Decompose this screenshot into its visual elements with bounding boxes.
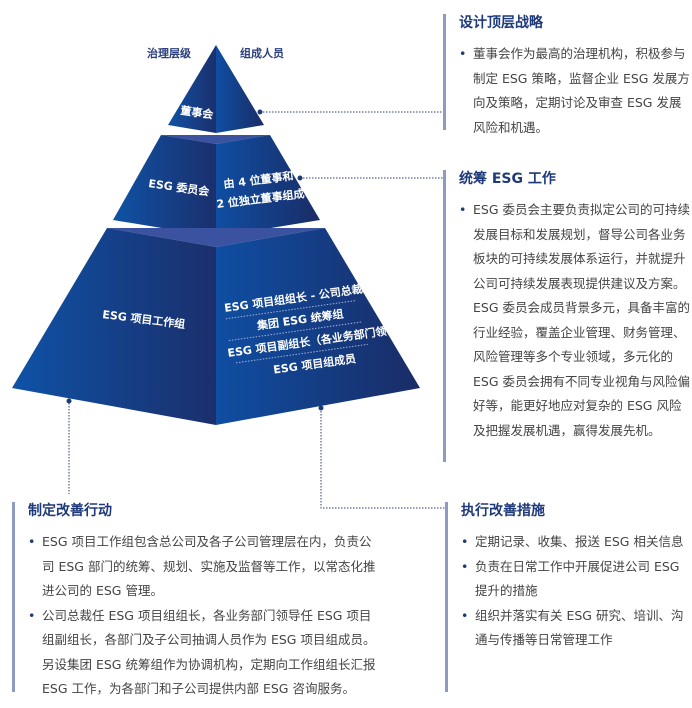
pyramid-level2-left — [113, 135, 216, 237]
panel-title: 统筹 ESG 工作 — [459, 171, 556, 187]
connector-lines — [68, 111, 446, 509]
pyramid-level1-right — [216, 45, 264, 133]
pyramid-level3-right — [216, 228, 420, 425]
panel-coordinate-esg: 统筹 ESG 工作 ESG 委员会主要负责拟定公司的可持续发展目标和发展规划，督… — [443, 170, 691, 462]
connector-dot — [318, 405, 324, 411]
bullet-item: 组织并落实有关 ESG 研究、培训、沟通与传播等日常管理工作 — [461, 604, 691, 653]
bullet-item: 负责在日常工作中开展促进公司 ESG 提升的措施 — [461, 555, 691, 604]
divider — [225, 299, 357, 320]
bullet-item: 公司总裁任 ESG 项目组组长，各业务部门领导任 ESG 项目组副组长，各部门及… — [28, 604, 378, 702]
level1-name: 董事会 — [180, 103, 216, 122]
bullet-item: ESG 委员会主要负责拟定公司的可持续发展目标和发展规划，督导公司各业务板块的可… — [459, 198, 691, 443]
panel-top-strategy: 设计顶层战略 董事会作为最高的治理机构，积极参与制定 ESG 策略，监督企业 E… — [443, 14, 691, 135]
panel-title: 设计顶层战略 — [459, 15, 543, 31]
connector-dot — [297, 175, 303, 181]
panel-title: 制定改善行动 — [28, 503, 112, 519]
connector-dot — [257, 109, 263, 115]
header-governance-level: 治理层级 — [147, 46, 192, 60]
bullet-item: 定期记录、收集、报送 ESG 相关信息 — [461, 530, 691, 555]
header-members: 组成人员 — [240, 46, 284, 60]
bullet-item: ESG 项目工作组包含总公司及各子公司管理层在内，负责公司 ESG 部门的统筹、… — [28, 530, 378, 604]
divider — [228, 321, 362, 342]
panel-execute: 执行改善措施 定期记录、收集、报送 ESG 相关信息 负责在日常工作中开展促进公… — [445, 502, 691, 692]
connector-dot — [66, 398, 72, 404]
pyramid-level2-right — [216, 135, 320, 237]
divider — [235, 343, 368, 364]
pyramid-level3-left — [12, 228, 216, 425]
panel-title: 执行改善措施 — [461, 503, 545, 519]
panel-improve-action: 制定改善行动 ESG 项目工作组包含总公司及各子公司管理层在内，负责公司 ESG… — [12, 502, 378, 696]
pyramid-level2-top — [161, 135, 270, 144]
bullet-item: 董事会作为最高的治理机构，积极参与制定 ESG 策略，监督企业 ESG 发展方向… — [459, 42, 691, 140]
pyramid-level1-left — [168, 45, 216, 133]
pyramid-level3-top — [107, 228, 325, 247]
